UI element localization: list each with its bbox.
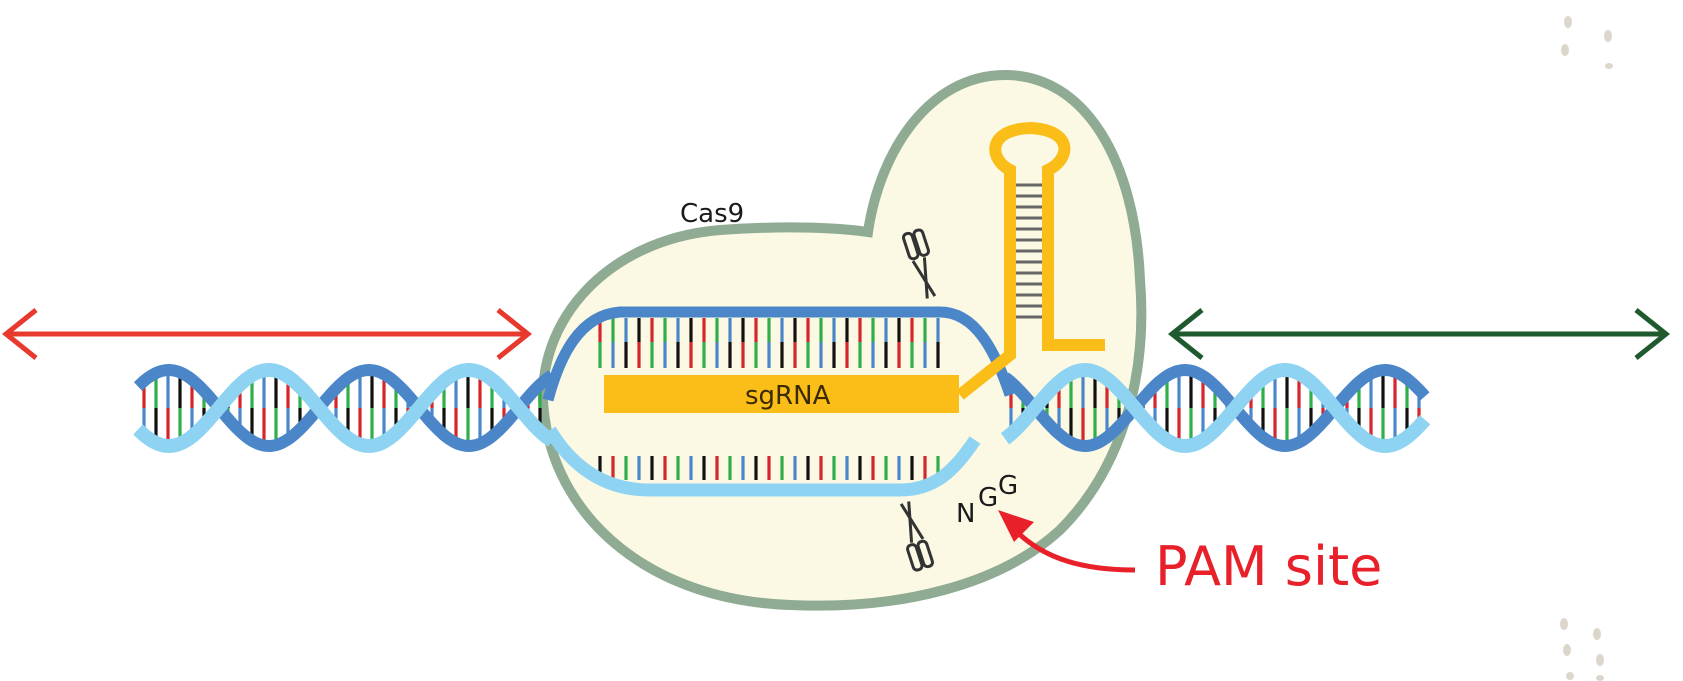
dna-helix-right [1000,362,1431,454]
sgrna [604,121,1105,413]
sgrna-label: sgRNA [745,381,831,411]
dna-back-strand [1001,363,1430,453]
dna-unwound-region [542,306,1016,497]
scissors-icon [901,228,937,299]
pam-g1-label: G [978,483,998,513]
arrow-right-range [1167,308,1671,360]
dna-back-strand [133,363,556,453]
scissors-icon [899,501,935,572]
sgrna-hairpin-base-pairs [1016,183,1042,319]
dna-front-strand [1000,362,1431,454]
cas9-protein-body [538,69,1147,611]
pam-g2-label: G [998,471,1018,501]
decorative-dots [1560,16,1613,681]
arrow-left-range [1,308,533,360]
pam-site-label: PAM site [1155,535,1382,598]
pam-pointer-arrow [998,510,1136,573]
sgrna-hairpin [956,121,1105,400]
cas9-label: Cas9 [680,199,744,229]
dna-top-strand-unwound [542,306,1016,402]
dna-helix-left [133,362,556,454]
sgrna-bar [604,375,959,413]
dna-bottom-strand-unwound [544,426,981,497]
pam-n-label: N [956,499,975,529]
dna-front-strand [133,362,556,454]
